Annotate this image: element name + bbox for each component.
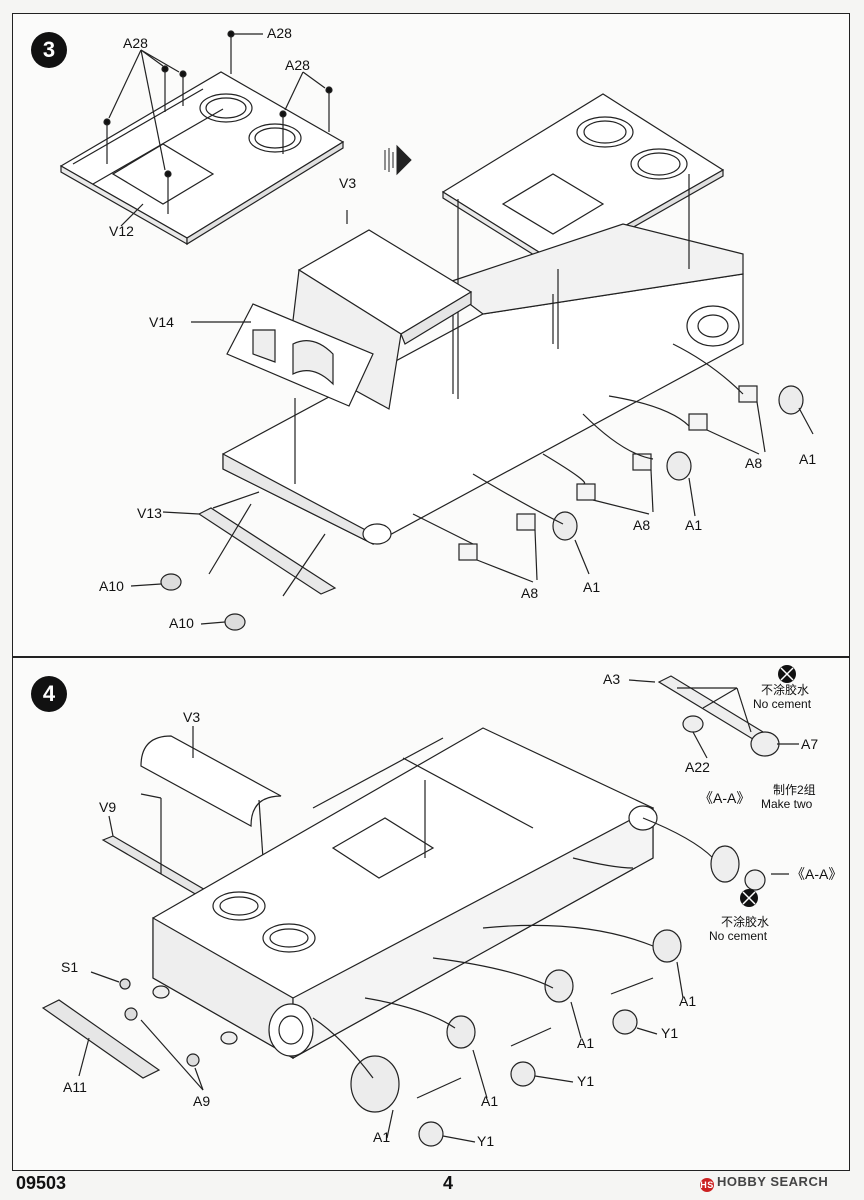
note-no-cement-cn: 不涂胶水 <box>721 914 769 929</box>
note-make-two-en: Make two <box>761 797 813 811</box>
label-a8: A8 <box>745 455 762 471</box>
step-3-panel: 3 <box>12 13 850 657</box>
label-a7: A7 <box>801 736 818 752</box>
label-a1: A1 <box>583 579 600 595</box>
label-a1: A1 <box>577 1035 594 1051</box>
note-no-cement-en: No cement <box>709 929 768 943</box>
label-v14: V14 <box>149 314 174 330</box>
label-v3: V3 <box>183 709 200 725</box>
label-y1: Y1 <box>577 1073 594 1089</box>
label-a9: A9 <box>193 1093 210 1109</box>
label-a22: A22 <box>685 759 710 775</box>
step-4-diagram: V3 V9 S1 A11 A9 A1 A1 A1 A1 Y1 Y1 Y1 A3 … <box>41 665 842 1149</box>
label-a3: A3 <box>603 671 620 687</box>
label-a1: A1 <box>685 517 702 533</box>
v12-plate <box>59 71 345 239</box>
step-3-diagram: A28 A28 A28 V12 V3 V14 V13 A10 A10 A8 A8… <box>59 25 816 631</box>
kit-number: 09503 <box>16 1173 67 1193</box>
label-y1: Y1 <box>661 1025 678 1041</box>
label-a28: A28 <box>285 57 310 73</box>
brand-logo-icon: HS <box>700 1178 714 1192</box>
note-make-two-cn: 制作2组 <box>773 783 816 797</box>
step-4-panel: 4 <box>12 657 850 1171</box>
label-v13: V13 <box>137 505 162 521</box>
label-a1: A1 <box>679 993 696 1009</box>
label-a10: A10 <box>99 578 124 594</box>
note-no-cement-en: No cement <box>753 697 812 711</box>
label-section-aa: 《A-A》 <box>791 866 842 882</box>
label-a28: A28 <box>123 35 148 51</box>
label-a8: A8 <box>521 585 538 601</box>
brand-name: HOBBY SEARCH <box>717 1174 829 1189</box>
label-a1: A1 <box>373 1129 390 1145</box>
label-v3: V3 <box>339 175 356 191</box>
label-a11: A11 <box>63 1079 87 1095</box>
no-cement-icon <box>778 665 796 683</box>
step-number-badge: 4 <box>31 676 67 712</box>
label-section-aa: 《A-A》 <box>699 790 750 806</box>
step-number-badge: 3 <box>31 32 67 68</box>
label-a1: A1 <box>481 1093 498 1109</box>
label-a1: A1 <box>799 451 816 467</box>
no-cement-icon <box>740 889 758 907</box>
label-a28: A28 <box>267 25 292 41</box>
label-s1: S1 <box>61 959 78 975</box>
label-a10: A10 <box>169 615 194 631</box>
page-number: 4 <box>443 1173 454 1193</box>
label-y1: Y1 <box>477 1133 494 1149</box>
label-v9: V9 <box>99 799 116 815</box>
note-no-cement-cn: 不涂胶水 <box>761 682 809 697</box>
label-v12: V12 <box>109 223 134 239</box>
label-a8: A8 <box>633 517 650 533</box>
